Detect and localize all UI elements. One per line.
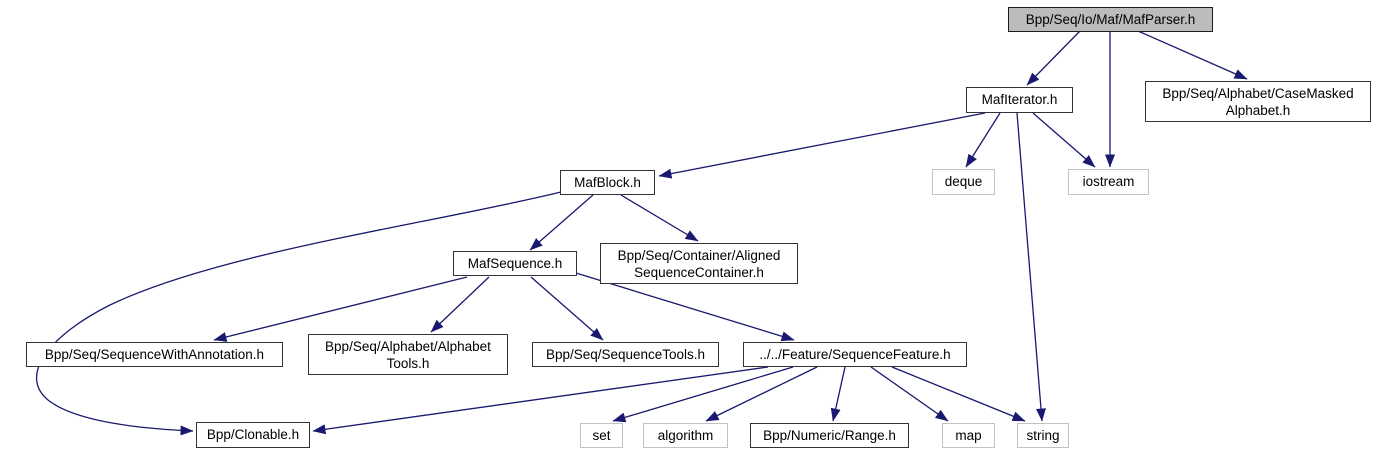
node-algorithm: algorithm <box>643 423 728 448</box>
node-label: MafSequence.h <box>467 255 563 271</box>
node-alignedsequencecontainer-h[interactable]: Bpp/Seq/Container/Aligned SequenceContai… <box>600 243 798 284</box>
node-clonable-h[interactable]: Bpp/Clonable.h <box>196 422 310 448</box>
edge-mafsequence-sequencefeature <box>575 272 795 342</box>
node-label-line2: SequenceContainer.h <box>634 264 764 280</box>
edge-mafblock-mafsequence <box>529 194 594 251</box>
node-label-line2: Tools.h <box>386 355 430 371</box>
edge-mafblock-alignedcontainer <box>620 194 699 242</box>
node-label: Bpp/Seq/SequenceWithAnnotation.h <box>44 346 265 362</box>
node-label-line1: Bpp/Seq/Alphabet/Alphabet <box>325 338 491 354</box>
edge-mafsequence-alphabettools <box>430 276 490 333</box>
node-mafblock-h[interactable]: MafBlock.h <box>560 170 655 195</box>
edge-mafparser-mafiterator <box>1026 30 1081 86</box>
edge-seqfeature-clonable <box>312 366 769 435</box>
node-label: Bpp/Seq/SequenceTools.h <box>545 346 706 362</box>
node-mafparser-h: Bpp/Seq/Io/Maf/MafParser.h <box>1008 7 1213 32</box>
node-map: map <box>942 423 995 448</box>
edge-seqfeature-set <box>612 366 794 423</box>
edge-seqfeature-algorithm <box>705 366 818 422</box>
node-label: ../../Feature/SequenceFeature.h <box>759 346 951 362</box>
node-label: Bpp/Seq/Io/Maf/MafParser.h <box>1025 11 1196 27</box>
node-set: set <box>580 423 623 448</box>
node-label: iostream <box>1082 174 1135 189</box>
node-range-h[interactable]: Bpp/Numeric/Range.h <box>750 423 909 448</box>
node-label-line1: Bpp/Seq/Alphabet/CaseMasked <box>1162 85 1354 101</box>
edge-mafsequence-seqwithannot <box>213 276 468 342</box>
edge-mafiterator-deque <box>965 112 1001 168</box>
node-label: Bpp/Numeric/Range.h <box>763 427 896 443</box>
edge-seqfeature-string <box>891 366 1026 422</box>
node-mafiterator-h[interactable]: MafIterator.h <box>966 87 1073 113</box>
node-sequencewithannotation-h[interactable]: Bpp/Seq/SequenceWithAnnotation.h <box>26 342 283 367</box>
edge-seqfeature-map <box>870 366 949 422</box>
node-label: algorithm <box>657 427 714 443</box>
edge-mafiterator-string <box>1016 112 1046 422</box>
node-label: MafIterator.h <box>981 92 1058 107</box>
node-label: Bpp/Clonable.h <box>206 427 300 442</box>
node-deque: deque <box>932 169 995 195</box>
node-label: deque <box>944 174 983 189</box>
edge-mafsequence-sequencetools <box>530 276 604 341</box>
node-mafsequence-h[interactable]: MafSequence.h <box>453 251 577 276</box>
edge-mafiterator-mafblock <box>658 112 986 179</box>
edge-seqfeature-range <box>830 366 846 422</box>
node-iostream: iostream <box>1068 169 1149 195</box>
node-alphabettools-h[interactable]: Bpp/Seq/Alphabet/Alphabet Tools.h <box>308 334 508 375</box>
node-sequencetools-h[interactable]: Bpp/Seq/SequenceTools.h <box>532 342 719 367</box>
node-label-line2: Alphabet.h <box>1225 102 1291 118</box>
node-label: string <box>1026 427 1060 443</box>
edge-mafiterator-iostream <box>1032 112 1096 168</box>
node-label: set <box>592 427 611 443</box>
node-sequencefeature-h[interactable]: ../../Feature/SequenceFeature.h <box>743 342 967 367</box>
node-string: string <box>1017 423 1069 448</box>
node-casemaskedalphabet-h[interactable]: Bpp/Seq/Alphabet/CaseMasked Alphabet.h <box>1145 81 1371 122</box>
node-label: map <box>955 427 982 443</box>
edge-mafblock-clonable <box>36 191 562 436</box>
node-label-line1: Bpp/Seq/Container/Aligned <box>617 247 781 263</box>
edge-mafparser-casemasked <box>1137 30 1248 80</box>
node-label: MafBlock.h <box>574 174 641 190</box>
